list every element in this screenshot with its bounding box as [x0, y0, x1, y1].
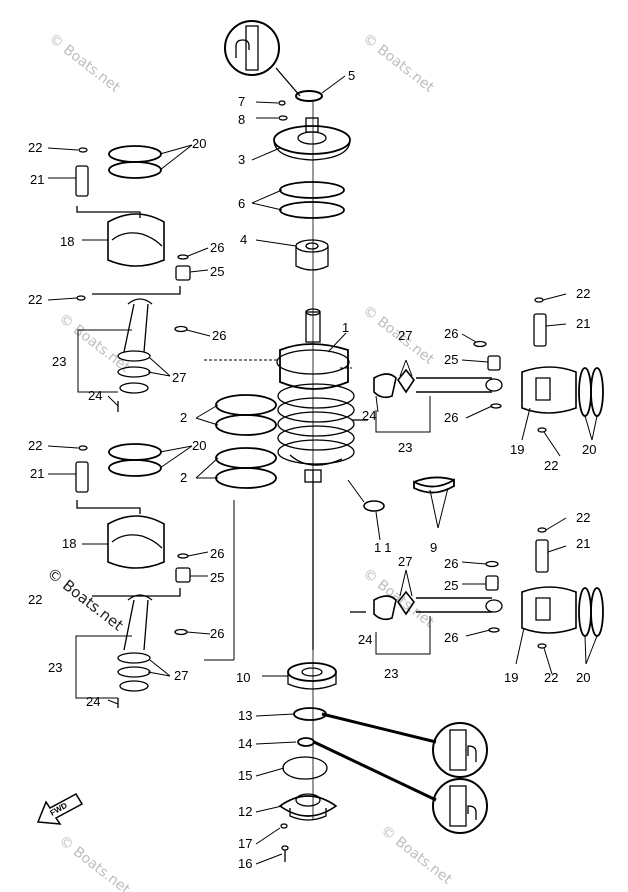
washer: [278, 115, 288, 121]
callout-11: 11: [374, 540, 396, 555]
washer: [280, 823, 288, 829]
callout-26: 26: [212, 328, 226, 343]
crankshaft: [276, 308, 355, 650]
lower-bearing-housing: [278, 793, 338, 821]
lower-main-bearing: [287, 662, 337, 690]
callout-26: 26: [210, 546, 224, 561]
upper-bearing-housing: [273, 117, 351, 161]
piston-assembly-left-upper: [75, 145, 191, 412]
gasket: [282, 756, 328, 780]
seal-detail-magnifier: [313, 740, 488, 834]
callout-26: 26: [444, 556, 458, 571]
watermark: © Boats.net: [360, 31, 438, 97]
callout-20: 20: [582, 442, 596, 457]
forward-arrow-icon: [36, 793, 84, 825]
callout-21: 21: [576, 536, 590, 551]
callout-22: 22: [28, 592, 42, 607]
callout-26: 26: [210, 626, 224, 641]
watermark-dark: © Boats.net: [44, 564, 127, 635]
callout-25: 25: [210, 264, 224, 279]
callout-22: 22: [28, 292, 42, 307]
callout-22: 22: [544, 670, 558, 685]
callout-2: 2: [180, 410, 187, 425]
seal-detail-magnifier: [321, 712, 488, 778]
callout-12: 12: [238, 804, 252, 819]
callout-20: 20: [192, 438, 206, 453]
watermark: © Boats.net: [378, 823, 456, 889]
callout-labels: 5 7 8 3 6 4 1 2 2 10 13 14 15 12 17 16 1…: [28, 68, 596, 871]
callout-18: 18: [60, 234, 74, 249]
small-seal: [297, 737, 315, 747]
callout-9: 9: [430, 540, 437, 555]
callout-26: 26: [444, 630, 458, 645]
callout-23: 23: [52, 354, 66, 369]
callout-21: 21: [30, 172, 44, 187]
piston-assembly-left-lower: [75, 443, 191, 708]
callout-2: 2: [180, 470, 187, 485]
callout-20: 20: [192, 136, 206, 151]
callout-25: 25: [444, 352, 458, 367]
callout-13: 13: [238, 708, 252, 723]
callout-27: 27: [398, 554, 412, 569]
callout-24: 24: [88, 388, 102, 403]
callout-25: 25: [444, 578, 458, 593]
callout-27: 27: [174, 668, 188, 683]
callout-19: 19: [510, 442, 524, 457]
callout-14: 14: [238, 736, 252, 751]
callout-24: 24: [358, 632, 372, 647]
callout-17: 17: [238, 836, 252, 851]
callout-1: 1: [342, 320, 349, 335]
bolt: [281, 845, 289, 862]
leader-lines: [47, 75, 598, 865]
seal-ring: [279, 181, 345, 199]
callout-24: 24: [86, 694, 100, 709]
screw-head: [278, 100, 286, 106]
lower-seal: [293, 707, 327, 721]
piston-assembly-right-upper: [352, 297, 604, 433]
callout-25: 25: [210, 570, 224, 585]
callout-21: 21: [30, 466, 44, 481]
callout-23: 23: [48, 660, 62, 675]
callout-27: 27: [398, 328, 412, 343]
callout-4: 4: [240, 232, 247, 247]
callout-21: 21: [576, 316, 590, 331]
callout-23: 23: [384, 666, 398, 681]
callout-19: 19: [504, 670, 518, 685]
forward-label: FWD: [49, 801, 69, 818]
callout-18: 18: [62, 536, 76, 551]
callout-22: 22: [576, 286, 590, 301]
half-bearing: [413, 476, 455, 494]
callout-22: 22: [576, 510, 590, 525]
callout-27: 27: [172, 370, 186, 385]
callout-6: 6: [238, 196, 245, 211]
callout-20: 20: [576, 670, 590, 685]
callout-10: 10: [236, 670, 250, 685]
watermarks: © Boats.net © Boats.net © Boats.net © Bo…: [44, 31, 456, 892]
callout-8: 8: [238, 112, 245, 127]
callout-16: 16: [238, 856, 252, 871]
callout-7: 7: [238, 94, 245, 109]
piston-ring-set-lower: [215, 447, 277, 489]
callout-22: 22: [28, 438, 42, 453]
callout-15: 15: [238, 768, 252, 783]
callout-22: 22: [28, 140, 42, 155]
oil-seal: [295, 90, 323, 102]
callout-26: 26: [444, 410, 458, 425]
seal-ring: [279, 201, 345, 219]
watermark: © Boats.net: [46, 31, 124, 97]
seal-detail-magnifier: [224, 20, 301, 97]
callout-23: 23: [398, 440, 412, 455]
watermark: © Boats.net: [56, 833, 134, 892]
callout-24: 24: [362, 408, 376, 423]
piston-ring-set-upper: [215, 394, 277, 436]
callout-22: 22: [544, 458, 558, 473]
callout-5: 5: [348, 68, 355, 83]
callout-3: 3: [238, 152, 245, 167]
upper-main-bearing: [295, 239, 329, 271]
watermark: © Boats.net: [56, 311, 134, 377]
callout-26: 26: [210, 240, 224, 255]
callout-26: 26: [444, 326, 458, 341]
retaining-ring: [363, 500, 385, 512]
